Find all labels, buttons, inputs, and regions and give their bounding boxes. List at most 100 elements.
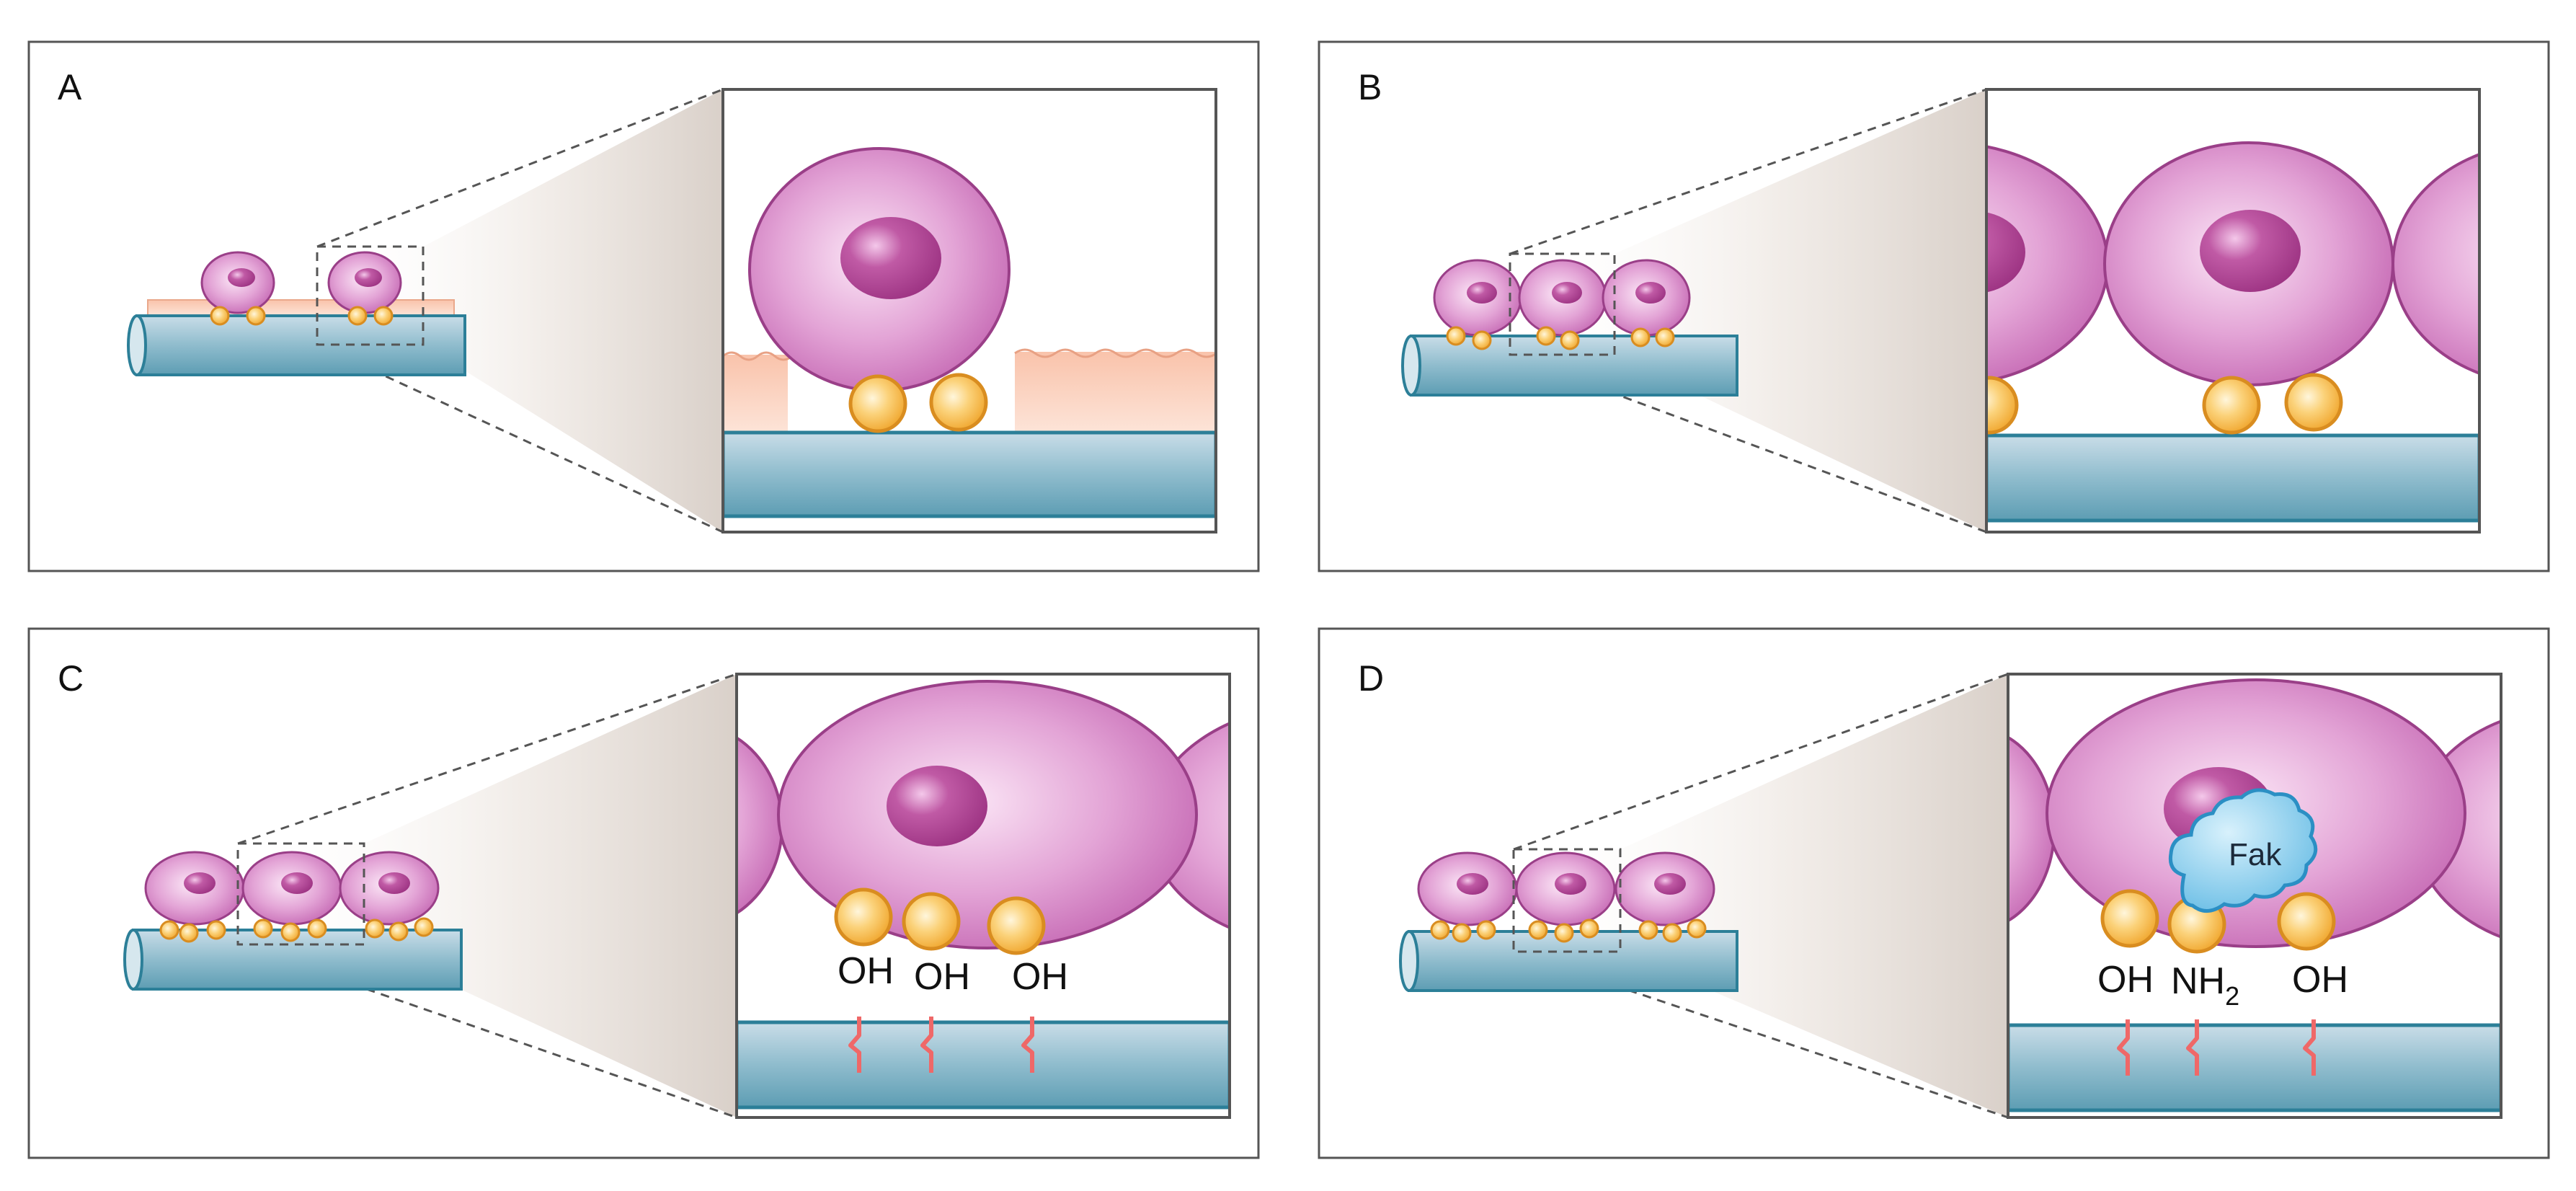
zoom-line-bottom: [1513, 950, 2009, 1119]
integrin-bead: [179, 923, 199, 943]
overview-scene: [123, 842, 463, 991]
cell: [1602, 259, 1691, 337]
integrin-bead: [388, 921, 409, 942]
zoom-cone: [1510, 89, 1986, 532]
chemical-group-label: OH: [838, 950, 894, 992]
zoom-window-border: [721, 88, 1217, 533]
zoom-line-top: [316, 88, 724, 248]
integrin-bead: [1430, 920, 1450, 940]
amine-subscript: 2: [2225, 981, 2239, 1011]
substrate: [723, 430, 1216, 518]
panel-c-letter: C: [58, 658, 84, 699]
coating-block: [723, 355, 788, 433]
amine-group-text: NH: [2171, 960, 2225, 1002]
zoom-scene: [723, 147, 1216, 518]
integrin-bead: [347, 306, 368, 326]
integrin-bead: [246, 306, 266, 326]
cell: [200, 251, 275, 314]
integrin-bead: [848, 374, 907, 433]
rod-end: [1401, 335, 1421, 397]
overview-scene: [1399, 848, 1738, 992]
surface-tether: [848, 1017, 861, 1073]
zoom-window-border: [2007, 673, 2502, 1119]
coating-edge: [1014, 348, 1216, 358]
cell: [748, 147, 1011, 392]
integrin-bead: [987, 896, 1046, 955]
overview-scene: [127, 245, 466, 376]
integrin-bead: [1528, 920, 1548, 940]
cell: [241, 851, 342, 926]
cell: [1417, 851, 1518, 926]
zoom-scene: [737, 680, 1230, 1110]
substrate: [1986, 433, 2479, 523]
integrin-bead: [1630, 327, 1651, 347]
substrate: [737, 1020, 1230, 1110]
integrin-bead: [1655, 327, 1675, 347]
surface-tether: [2117, 1019, 2130, 1076]
zoom-cone: [238, 674, 737, 1117]
integrin-bead: [253, 918, 273, 939]
surface-tether: [920, 1017, 933, 1073]
integrin-bead: [365, 918, 385, 939]
magnify-box: [1512, 848, 1622, 953]
cell: [1986, 145, 2109, 383]
zoom-line-top: [1513, 673, 2009, 851]
panel-b: B: [1318, 40, 2550, 572]
integrin-bead: [929, 373, 988, 432]
cell: [1615, 851, 1715, 926]
panel-b-letter: B: [1358, 67, 1382, 107]
magnify-box: [236, 842, 365, 946]
cell: [1515, 851, 1616, 926]
integrin-bead: [2100, 889, 2159, 948]
coating-block: [1015, 352, 1216, 433]
zoom-line-bottom: [237, 943, 737, 1119]
integrin-bead: [1446, 326, 1466, 346]
cell: [1433, 259, 1522, 337]
cell: [2103, 141, 2394, 386]
overview-scene: [1401, 252, 1738, 397]
zoom-scene: [1986, 141, 2479, 523]
integrin-bead: [280, 922, 301, 942]
integrin-bead: [206, 920, 226, 940]
zoom-line-top: [1509, 88, 1987, 255]
integrin-bead: [1687, 918, 1707, 939]
integrin-bead: [2202, 376, 2261, 435]
integrin-bead: [1452, 923, 1472, 943]
integrin-bead: [2284, 373, 2343, 432]
integrin-bead: [1472, 330, 1492, 350]
panel-c: C: [27, 627, 1260, 1159]
integrin-bead: [2277, 892, 2336, 951]
substrate: [2008, 1023, 2501, 1112]
zoom-scene: Fak: [2008, 678, 2501, 1112]
cell: [144, 851, 245, 926]
cell: [327, 251, 402, 314]
integrin-bead: [1476, 920, 1496, 940]
integrin-bead: [1579, 918, 1599, 939]
integrin-bead: [307, 918, 327, 939]
rod-end: [127, 314, 147, 376]
integrin-bead: [834, 887, 893, 947]
rod-end: [123, 929, 143, 991]
integrin-bead: [414, 917, 434, 937]
cell: [2391, 153, 2479, 375]
magnify-box: [1509, 252, 1616, 356]
panel-d: D: [1318, 627, 2550, 1159]
integrin-bead: [1554, 923, 1574, 943]
zoom-window-border: [735, 673, 1231, 1119]
chemical-group-label: OH: [914, 956, 970, 998]
integrin-bead: [1662, 923, 1682, 943]
surface-tether: [1021, 1017, 1034, 1073]
panel-d-letter: D: [1358, 658, 1384, 699]
fak-label: Fak: [2229, 837, 2282, 872]
integrin-bead: [1536, 326, 1556, 346]
rod-end: [1399, 930, 1419, 992]
rod: [136, 314, 466, 376]
zoom-window-border: [1985, 88, 2481, 533]
coating-layer: [147, 299, 455, 316]
integrin-bead: [902, 892, 961, 951]
panel-a: A: [27, 40, 1260, 572]
cell: [777, 680, 1198, 949]
surface-tether: [2303, 1019, 2316, 1076]
integrin-bead: [1560, 330, 1580, 350]
